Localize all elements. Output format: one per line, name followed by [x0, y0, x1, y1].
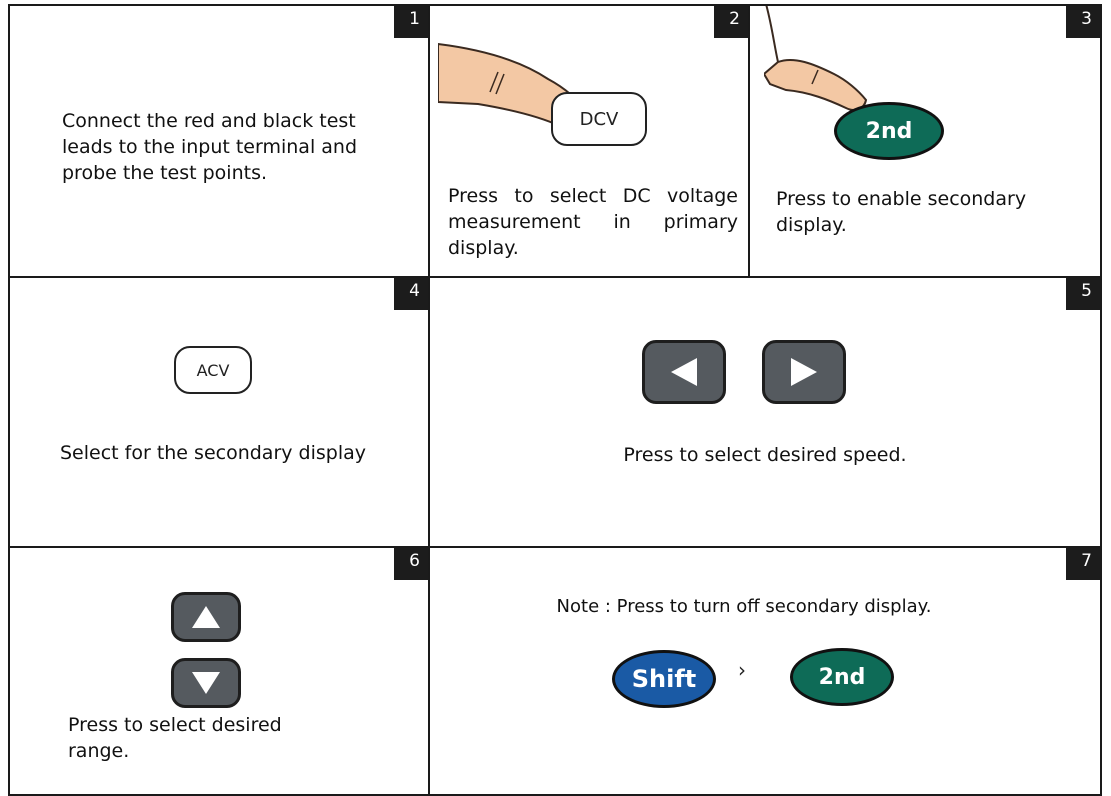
step-number-badge: 7: [1066, 548, 1100, 580]
step-number-badge: 1: [394, 6, 428, 38]
step-7-cell: 7 Note : Press to turn off secondary dis…: [428, 546, 1102, 796]
shift-key: Shift: [612, 650, 716, 708]
right-arrow-icon: [791, 358, 817, 386]
down-arrow-key: [171, 658, 241, 708]
step-number-badge: 4: [394, 278, 428, 310]
step-5-text: Press to select desired speed.: [623, 444, 907, 466]
step-number-badge: 3: [1066, 6, 1100, 38]
step-4-cell: 4 ACV Select for the secondary display: [8, 276, 430, 548]
sequence-separator: ›: [738, 658, 746, 682]
step-2-text: Press to select DC voltage measurement i…: [448, 185, 738, 259]
down-arrow-icon: [192, 672, 220, 694]
step-1-cell: 1 Connect the red and black test leads t…: [8, 4, 430, 278]
step-6-cell: 6 Press to select desired range.: [8, 546, 430, 796]
acv-key: ACV: [174, 346, 252, 394]
step-number-badge: 5: [1066, 278, 1100, 310]
right-arrow-key: [762, 340, 846, 404]
step-number-badge: 2: [714, 6, 748, 38]
step-5-cell: 5 Press to select desired speed.: [428, 276, 1102, 548]
step-7-note: Note : Press to turn off secondary displ…: [556, 596, 932, 617]
step-1-text: Connect the red and black test leads to …: [62, 110, 358, 184]
step-number-badge: 6: [394, 548, 428, 580]
step-6-text: Press to select desired range.: [68, 714, 282, 762]
step-4-text: Select for the secondary display: [60, 442, 367, 464]
2nd-key: 2nd: [790, 648, 894, 706]
left-arrow-key: [642, 340, 726, 404]
step-3-cell: 3 2nd Press to enable secondary display.: [748, 4, 1102, 278]
step-2-cell: 2 DCV Press to select DC voltage measure…: [428, 4, 750, 278]
dcv-key: DCV: [551, 92, 647, 146]
finger-press-icon: [764, 6, 868, 111]
2nd-key: 2nd: [834, 102, 944, 160]
left-arrow-icon: [671, 358, 697, 386]
step-3-text: Press to enable secondary display.: [776, 188, 1027, 236]
up-arrow-icon: [192, 606, 220, 628]
up-arrow-key: [171, 592, 241, 642]
